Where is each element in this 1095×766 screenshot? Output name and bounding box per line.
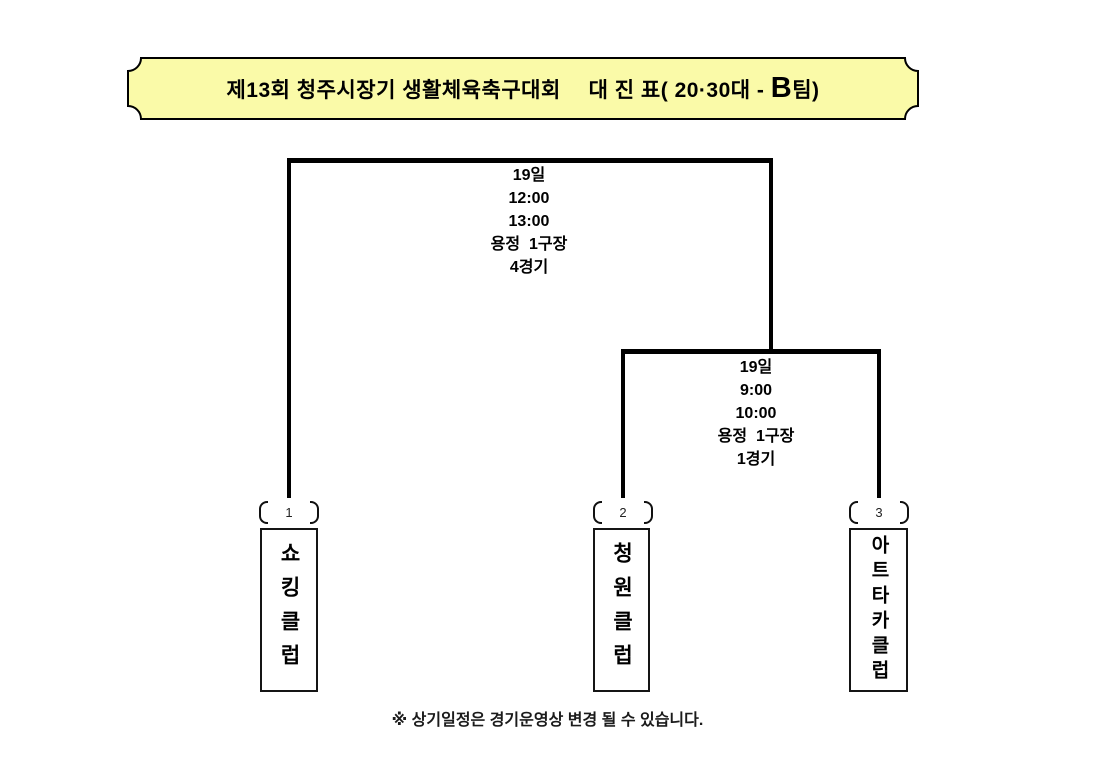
schedule-change-note: ※ 상기일정은 경기운영상 변경 될 수 있습니다. — [391, 712, 704, 729]
seed-number: 1 — [285, 504, 293, 520]
right-bracket-icon — [899, 500, 909, 524]
team-box-2: 청원클럽 — [593, 528, 650, 692]
match-time1: 9:00 — [739, 382, 773, 399]
right-bracket-icon — [643, 500, 653, 524]
left-bracket-icon — [259, 500, 268, 524]
match-game-number: 1경기 — [736, 451, 776, 468]
match-day: 19일 — [739, 359, 773, 376]
page-title-suffix: 팀) — [792, 78, 820, 102]
team-box-3: 아트타카클럽 — [849, 528, 908, 692]
bracket-line-team1-vertical — [287, 158, 291, 498]
match-info-semifinal: 19일 9:00 10:00 용정 1구장 1경기 — [656, 356, 856, 471]
right-bracket-icon — [309, 500, 319, 524]
page-title-team-letter: B — [770, 72, 793, 104]
team-name: 쇼킹클럽 — [277, 542, 301, 678]
match-info-final: 19일 12:00 13:00 용정 1구장 4경기 — [429, 164, 629, 279]
seed-label-3: 3 — [849, 499, 909, 525]
left-bracket-icon — [593, 500, 602, 524]
bracket-line-team3-vertical — [877, 349, 881, 498]
bracket-line-final-right-vertical — [769, 158, 773, 354]
plaque-shape — [127, 57, 919, 120]
team-name: 아트타카클럽 — [868, 535, 889, 685]
match-venue: 용정 1구장 — [490, 236, 568, 253]
seed-label-2: 2 — [593, 499, 653, 525]
team-box-1: 쇼킹클럽 — [260, 528, 318, 692]
match-venue: 용정 1구장 — [717, 428, 795, 445]
left-bracket-icon — [849, 500, 858, 524]
bracket-line-team2-vertical — [621, 349, 625, 498]
seed-number: 3 — [875, 504, 883, 520]
bracket-line-semifinal-horizontal — [621, 349, 881, 354]
team-name: 청원클럽 — [610, 542, 633, 678]
match-time2: 10:00 — [735, 405, 777, 422]
match-time1: 12:00 — [508, 190, 550, 207]
match-game-number: 4경기 — [509, 259, 549, 276]
seed-number: 2 — [619, 504, 627, 520]
bracket-line-final-horizontal — [287, 158, 773, 163]
seed-label-1: 1 — [259, 499, 319, 525]
match-day: 19일 — [512, 167, 546, 184]
page-title-text: 제13회 청주시장기 생활체육축구대회 대 진 표( 20·30대 - — [226, 78, 771, 102]
match-time2: 13:00 — [508, 213, 550, 230]
